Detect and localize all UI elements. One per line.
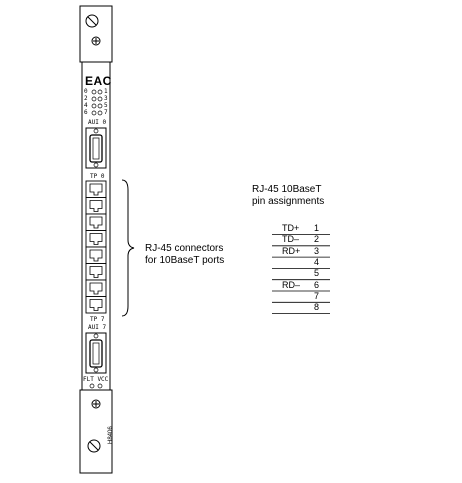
rj45-port bbox=[85, 279, 107, 297]
rj45-port bbox=[85, 246, 107, 264]
led-block bbox=[91, 89, 103, 116]
figure-id: H8406 bbox=[108, 426, 114, 444]
rj45-port bbox=[85, 213, 107, 231]
pin-signal: RD– bbox=[282, 279, 301, 290]
pin-signal: TD– bbox=[282, 234, 300, 245]
curly-brace bbox=[121, 179, 135, 317]
pin-signal: RD+ bbox=[282, 245, 301, 256]
rj45-port bbox=[85, 263, 107, 281]
led-label: 1 bbox=[104, 88, 108, 95]
tp-bottom-label: TP 7 bbox=[90, 316, 105, 323]
pin-number: 3 bbox=[314, 245, 320, 256]
tp-top-label: TP 0 bbox=[90, 173, 105, 180]
pin-number: 4 bbox=[314, 256, 320, 267]
led-label: 4 bbox=[84, 102, 88, 109]
rj45-port bbox=[85, 296, 107, 314]
rj45-port bbox=[85, 180, 107, 198]
pin-number: 5 bbox=[314, 268, 320, 279]
top-screw-1 bbox=[85, 14, 99, 28]
bottom-screw-1 bbox=[91, 399, 101, 409]
rj45-port bbox=[85, 197, 107, 215]
pin-table-lines bbox=[272, 234, 330, 315]
led-label: 6 bbox=[84, 109, 88, 116]
pinout-title-line-1: RJ-45 10BaseT bbox=[252, 184, 322, 195]
aui-connector-bottom bbox=[85, 332, 107, 374]
led-label: 0 bbox=[84, 88, 88, 95]
aui-top-label: AUI 0 bbox=[88, 119, 107, 126]
top-plate bbox=[79, 5, 113, 63]
pin-number: 2 bbox=[314, 234, 320, 245]
pinout-title-line-2: pin assignments bbox=[252, 196, 325, 207]
bottom-screw-2 bbox=[87, 439, 101, 453]
pin-number: 7 bbox=[314, 290, 320, 301]
pin-number: 6 bbox=[314, 279, 320, 290]
led-label: 3 bbox=[104, 95, 108, 102]
card-label: EAC bbox=[85, 74, 112, 88]
callout-line-1: RJ-45 connectors bbox=[145, 243, 224, 254]
rj45-stack bbox=[85, 180, 107, 314]
top-screw-2 bbox=[91, 36, 101, 46]
rj45-port bbox=[85, 230, 107, 248]
power-label: FLT VCC bbox=[83, 376, 109, 383]
pin-number: 1 bbox=[314, 223, 320, 233]
pin-signal: TD+ bbox=[282, 223, 300, 233]
led-label: 2 bbox=[84, 95, 88, 102]
led-label: 5 bbox=[104, 102, 108, 109]
callout-line-2: for 10BaseT ports bbox=[145, 255, 225, 266]
power-leds bbox=[89, 383, 103, 389]
aui-connector-top bbox=[85, 127, 107, 169]
aui-bottom-label: AUI 7 bbox=[88, 324, 107, 331]
led-label: 7 bbox=[104, 109, 108, 116]
pin-number: 8 bbox=[314, 302, 320, 313]
